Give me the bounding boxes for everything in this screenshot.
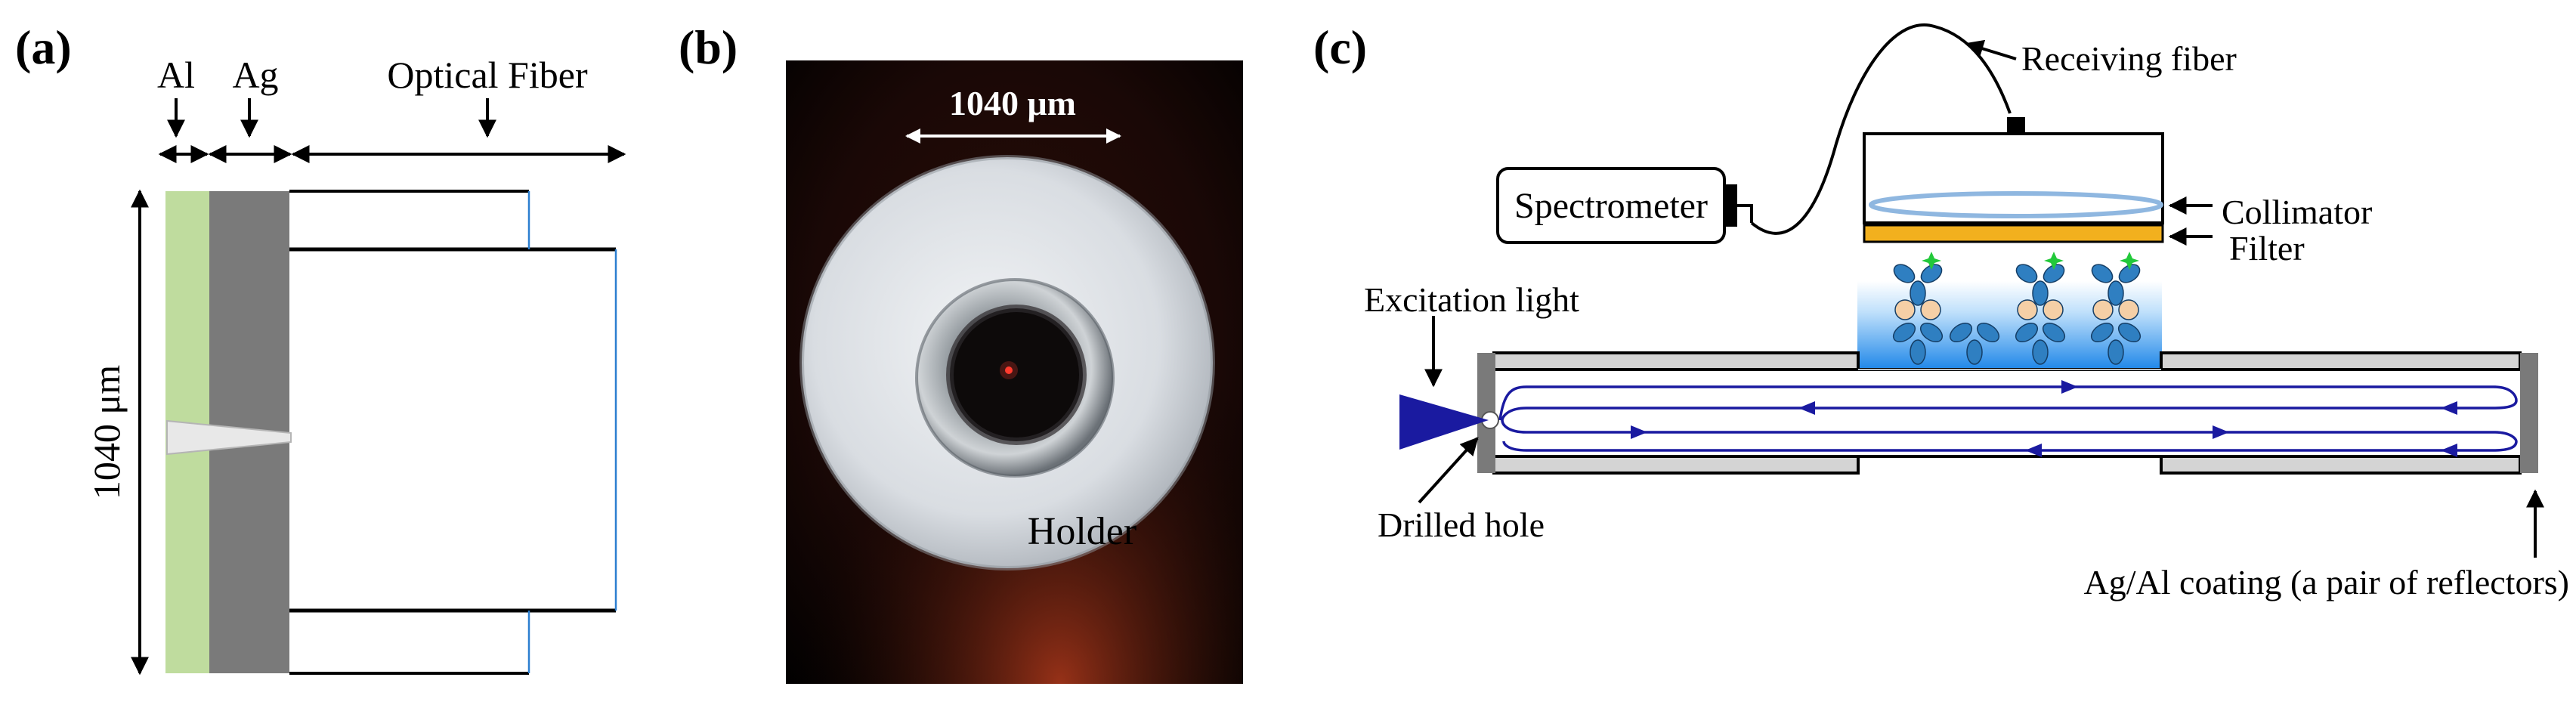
right-reflector [2520, 353, 2538, 473]
drilled-hole-label: Drilled hole [1378, 506, 1545, 544]
photo-scale-label: 1040 μm [949, 84, 1076, 122]
spectrometer-connector [1725, 184, 1737, 227]
molecule-group [1892, 252, 2142, 365]
light-direction-arrow [2441, 401, 2457, 415]
filter-label: Filter [2229, 229, 2305, 267]
fluorescent-dye-icon [2120, 252, 2139, 270]
reflection-path [1501, 407, 2518, 452]
antibody-molecule [1949, 322, 2000, 365]
light-direction-arrow [2025, 444, 2042, 457]
antibody-molecule [2015, 252, 2066, 365]
panel-c: (c) Spectrometer Receiving fiber Collima… [1313, 20, 2569, 601]
fiber-connector [2007, 117, 2025, 132]
drilled-hole-arrow [1418, 437, 1479, 504]
receiving-fiber-label: Receiving fiber [2021, 39, 2237, 78]
fiber-core-dark [950, 308, 1083, 441]
panel-c-letter: (c) [1313, 20, 1367, 74]
receiving-fiber-arrow [1965, 39, 2017, 60]
label-optical-fiber: Optical Fiber [387, 54, 588, 96]
light-direction-arrow [2213, 425, 2229, 439]
antibody-molecule [2090, 252, 2142, 365]
antibody-molecule [1892, 252, 1944, 365]
coating-label: Ag/Al coating (a pair of reflectors) [2084, 563, 2569, 601]
collimator-lens [1869, 191, 2163, 218]
reflection-path [1498, 385, 2518, 421]
fluorescent-dye-icon [2044, 252, 2064, 270]
optical-fiber-outline [289, 190, 617, 675]
optical-filter [1863, 224, 2164, 243]
panel-b: (b) 1040 μm Holder [679, 20, 1243, 684]
panel-a-letter: (a) [15, 20, 72, 74]
fluorescent-dye-icon [1922, 252, 1941, 270]
holder-label: Holder [1028, 510, 1136, 553]
light-paths [1498, 380, 2518, 457]
collimator-box [1863, 132, 2164, 224]
fiber-end-photo [786, 60, 1243, 684]
light-direction-arrow [1798, 401, 1815, 415]
light-direction-arrow [1631, 425, 1647, 439]
height-dimension-label: 1040 μm [85, 365, 128, 499]
label-al: Al [157, 54, 195, 96]
collimator-label: Collimator [2222, 193, 2372, 231]
light-direction-arrow [2061, 380, 2078, 394]
laser-spot [1005, 366, 1013, 374]
drilled-hole-taper [166, 419, 292, 456]
panel-a: (a) Al Ag Optical Fiber 1040 μm [15, 20, 626, 676]
waveguide-tube [1492, 351, 2522, 475]
excitation-label: Excitation light [1364, 280, 1579, 319]
spectrometer-box [1496, 167, 1726, 244]
light-direction-arrow [2441, 444, 2457, 457]
spectrometer-label: Spectrometer [1514, 186, 1708, 226]
excitation-beam [1399, 394, 1489, 450]
label-ag: Ag [232, 54, 278, 96]
panel-b-letter: (b) [679, 20, 738, 74]
